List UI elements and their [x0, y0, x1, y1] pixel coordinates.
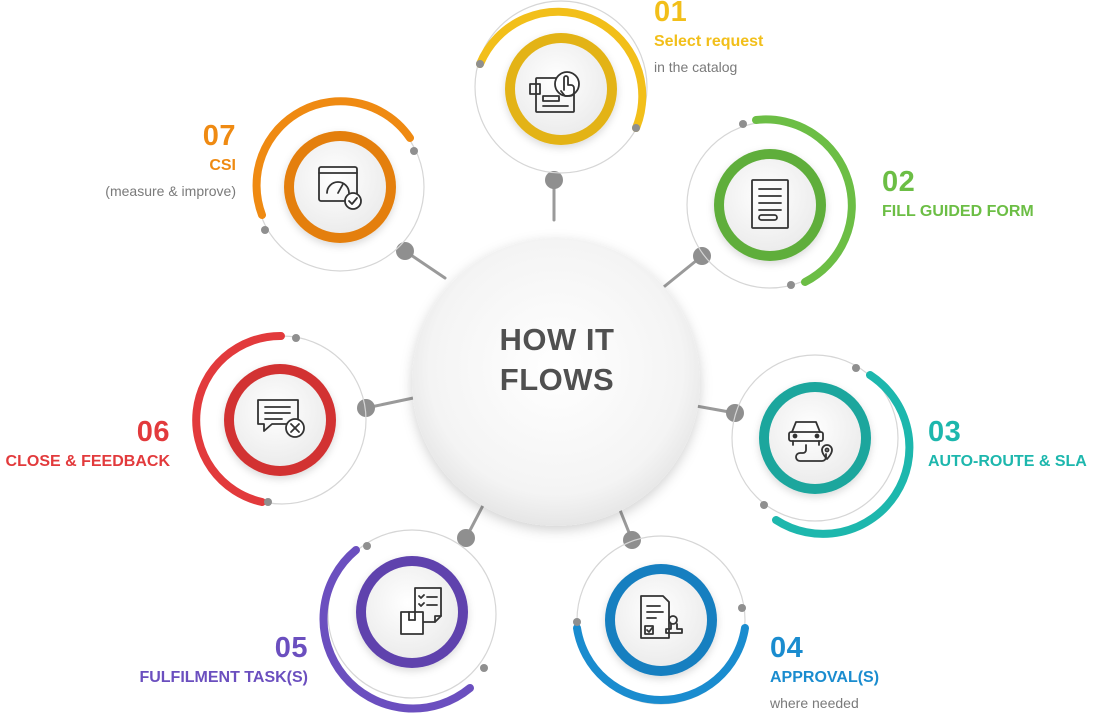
step-title: CLOSE & FEEDBACK — [5, 453, 170, 470]
task-box-icon — [400, 587, 442, 635]
step-title: FILL GUIDED FORM — [882, 203, 1034, 220]
step-subtitle: (measure & improve) — [105, 183, 236, 199]
center-title-line-1: HOW IT — [499, 322, 615, 357]
step-title: FULFILMENT TASK(S) — [139, 669, 308, 686]
step-05-label: 05 FULFILMENT TASK(S) — [139, 632, 308, 688]
step-subtitle: where needed — [770, 695, 859, 711]
step-04-label: 04 APPROVAL(S) where needed — [770, 632, 879, 712]
step-title: AUTO-ROUTE & SLA — [928, 453, 1087, 470]
step-02-node — [686, 115, 856, 289]
step-title: APPROVAL(S) — [770, 669, 880, 686]
form-icon — [751, 179, 789, 229]
step-number: 07 — [202, 120, 236, 152]
step-title: CSI — [209, 157, 236, 174]
approval-stamp-icon — [640, 595, 683, 639]
center-title-line-2: FLOWS — [499, 362, 615, 397]
connector-dots — [357, 171, 744, 549]
step-number: 02 — [882, 166, 916, 198]
step-04-node — [573, 535, 749, 705]
step-06-node — [192, 331, 367, 506]
step-number: 01 — [654, 0, 688, 28]
step-07-node — [252, 97, 425, 272]
step-number: 03 — [928, 416, 962, 448]
step-subtitle: in the catalog — [654, 59, 738, 75]
step-03-label: 03 AUTO-ROUTE & SLA — [928, 416, 1087, 472]
car-route-icon — [788, 421, 833, 462]
step-02-label: 02 FILL GUIDED FORM — [882, 166, 1034, 222]
dashboard-check-icon — [318, 166, 362, 210]
step-05-node — [319, 529, 497, 713]
center-circle — [412, 238, 700, 526]
step-number: 06 — [136, 416, 170, 448]
feedback-close-icon — [257, 399, 305, 438]
step-03-node — [731, 354, 914, 538]
step-07-label: 07 CSI (measure & improve) — [105, 120, 236, 200]
step-01-node — [474, 0, 648, 174]
step-number: 04 — [770, 632, 804, 664]
step-01-label: 01 Select request in the catalog — [654, 0, 763, 76]
step-06-label: 06 CLOSE & FEEDBACK — [6, 416, 170, 472]
center-title: HOW IT FLOWS — [433, 320, 681, 400]
step-number: 05 — [274, 632, 308, 664]
step-title: Select request — [654, 33, 764, 50]
catalog-click-icon — [529, 71, 580, 113]
